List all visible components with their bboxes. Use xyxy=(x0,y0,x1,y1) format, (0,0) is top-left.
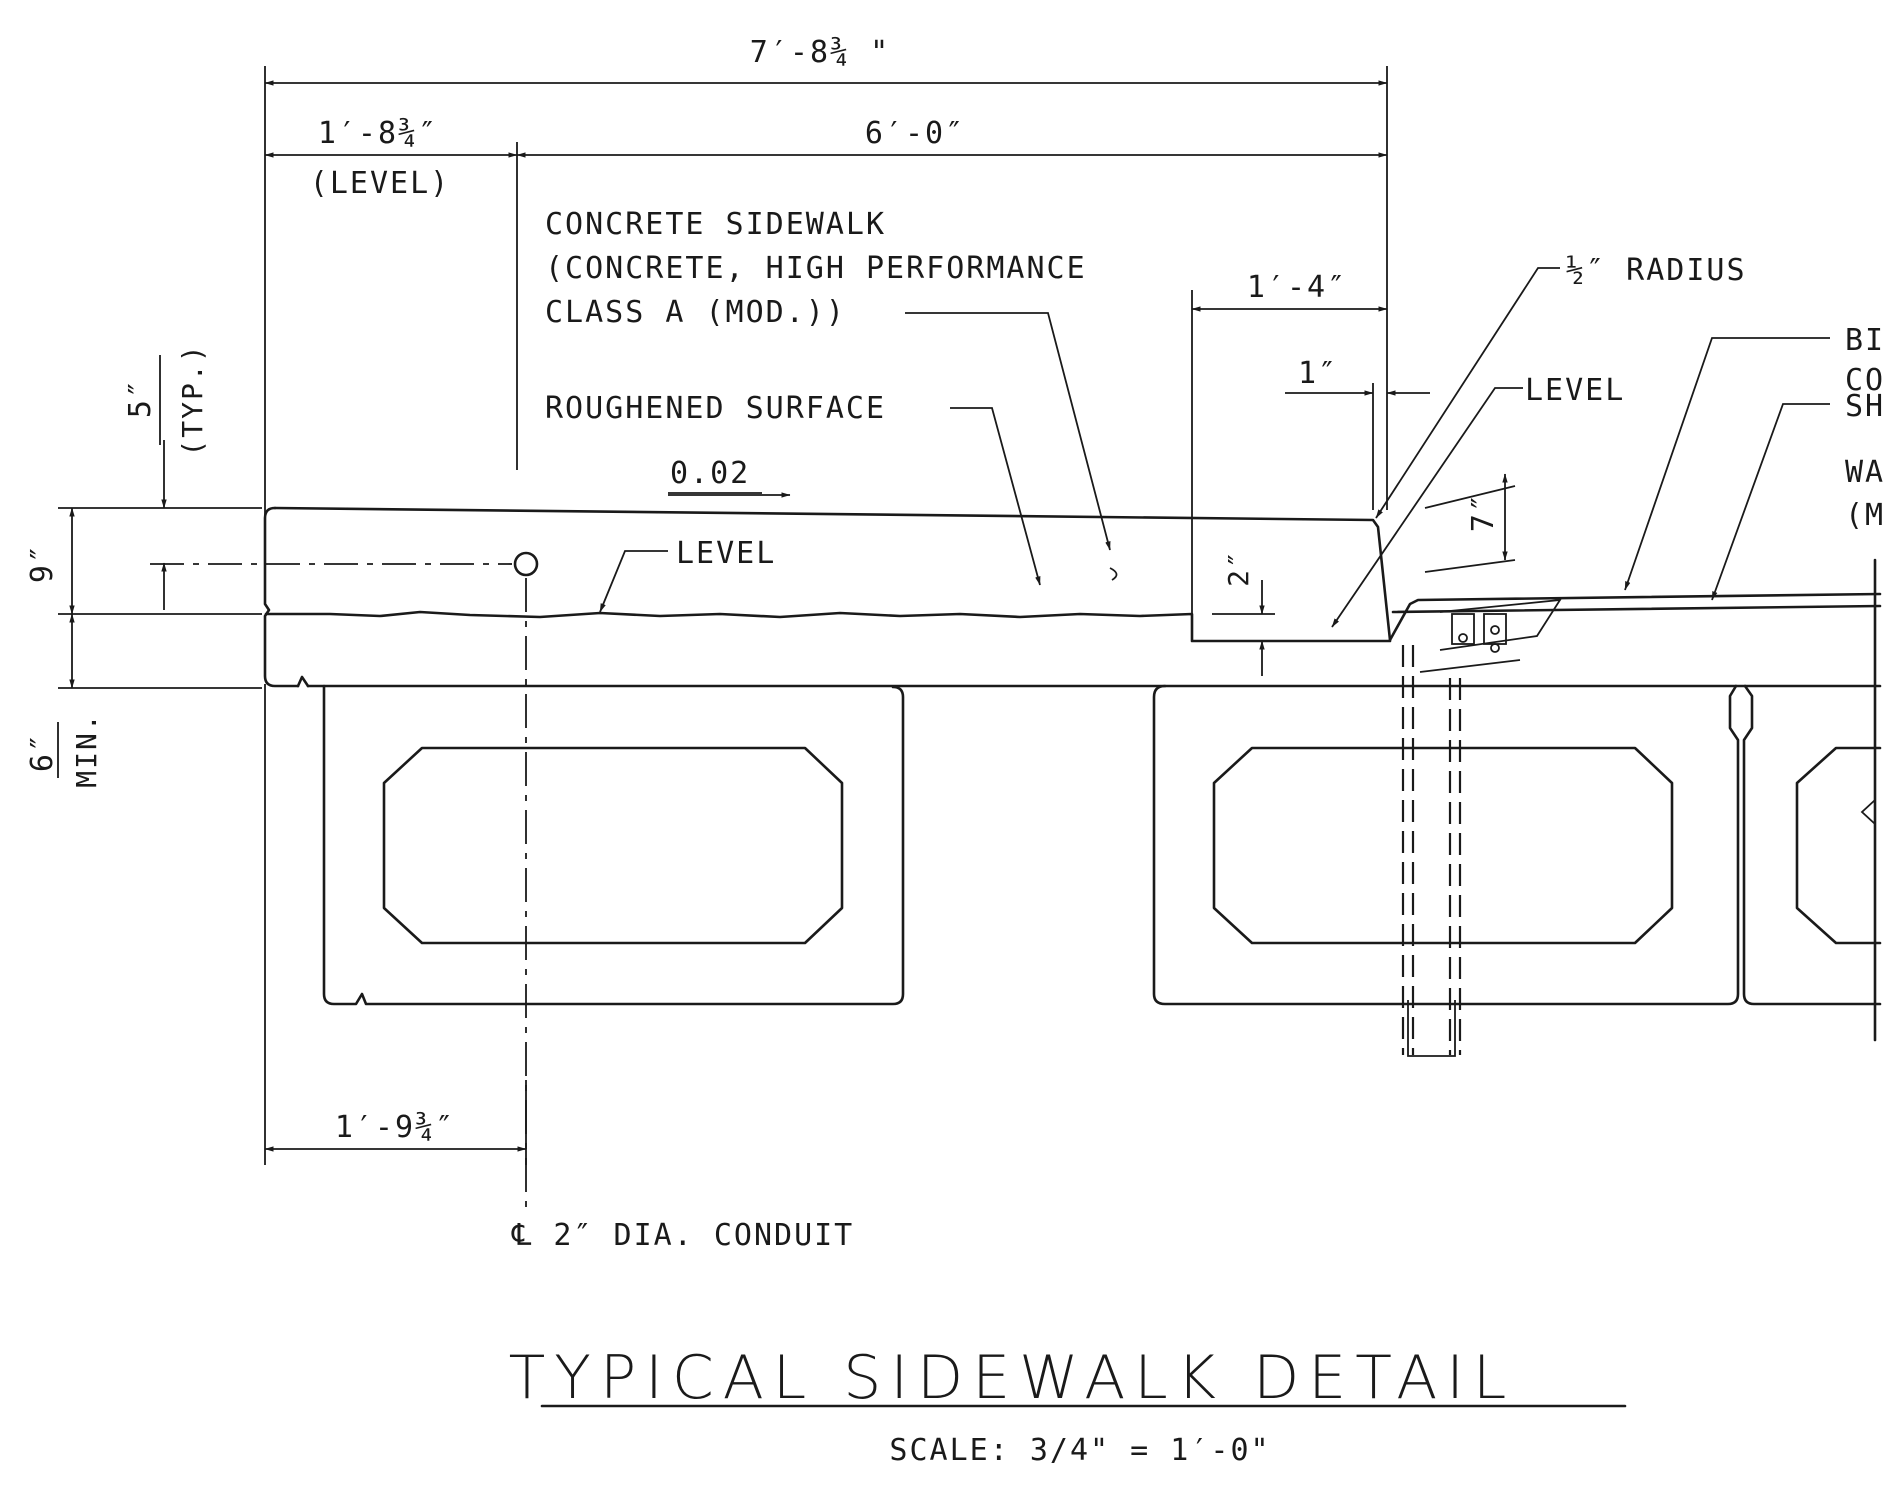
sidewalk-note-line-2: (CONCRETE, HIGH PERFORMANCE xyxy=(545,251,1087,286)
top-dim-note: (TYP.) xyxy=(176,343,209,456)
right-part-label: 6′-0″ xyxy=(865,116,965,151)
roughened-surface-label: ROUGHENED SURFACE xyxy=(545,391,886,426)
box-beams xyxy=(322,684,1882,1006)
curb-width-label: 1′-4″ xyxy=(1247,270,1347,305)
barrier-base xyxy=(1388,558,1882,1057)
left-part-label: 1′-8¾″ xyxy=(318,116,438,151)
drawing-scale: SCALE: 3/4" = 1′-0" xyxy=(889,1433,1270,1468)
overall-width-label: 7′-8¾ " xyxy=(750,35,890,70)
left-part-note: (LEVEL) xyxy=(310,166,450,201)
cut-label-2b: WA xyxy=(1845,455,1885,490)
top-dim-label: 5″ xyxy=(123,378,158,418)
cut-label-1a: BI xyxy=(1845,323,1885,358)
cut-label-2a: SH xyxy=(1845,389,1885,424)
step-label: 2″ xyxy=(1222,549,1255,587)
dimension-labels: 7′-8¾ " 1′-8¾″ (LEVEL) 6′-0″ 1′-4″ 1″ 9″… xyxy=(25,35,1501,1145)
conduit-circle xyxy=(513,551,539,577)
conduit-offset-label: 1′-9¾″ xyxy=(335,1110,455,1145)
level-label-2: LEVEL xyxy=(1525,373,1625,408)
title-block: TYPICAL SIDEWALK DETAIL SCALE: 3/4" = 1′… xyxy=(509,1343,1627,1468)
min-note-label: MIN. xyxy=(70,712,103,787)
conduit-label: ℄ 2″ DIA. CONDUIT xyxy=(511,1218,854,1253)
level-label-1: LEVEL xyxy=(676,536,776,571)
slope-label: 0.02 xyxy=(670,456,750,491)
cut-label-2c: (M xyxy=(1845,498,1885,533)
dimension-lines xyxy=(69,80,1508,1152)
note-labels: CONCRETE SIDEWALK (CONCRETE, HIGH PERFOR… xyxy=(511,207,1885,1253)
leader-lines xyxy=(599,267,1830,628)
curb-height-label: 7″ xyxy=(1466,492,1501,532)
sidewalk-note-line-1: CONCRETE SIDEWALK xyxy=(545,207,886,242)
conduit xyxy=(150,551,539,1215)
curb-offset-label: 1″ xyxy=(1298,356,1338,391)
cut-label-1b: CO xyxy=(1845,363,1885,398)
depth-label: 9″ xyxy=(25,543,60,583)
drawing-title: TYPICAL SIDEWALK DETAIL xyxy=(509,1343,1516,1413)
sidewalk-note-line-3: CLASS A (MOD.)) xyxy=(545,295,846,330)
min-depth-label: 6″ xyxy=(25,732,60,772)
sidewalk-section xyxy=(263,506,1882,688)
radius-label: ½″ RADIUS xyxy=(1566,253,1747,288)
